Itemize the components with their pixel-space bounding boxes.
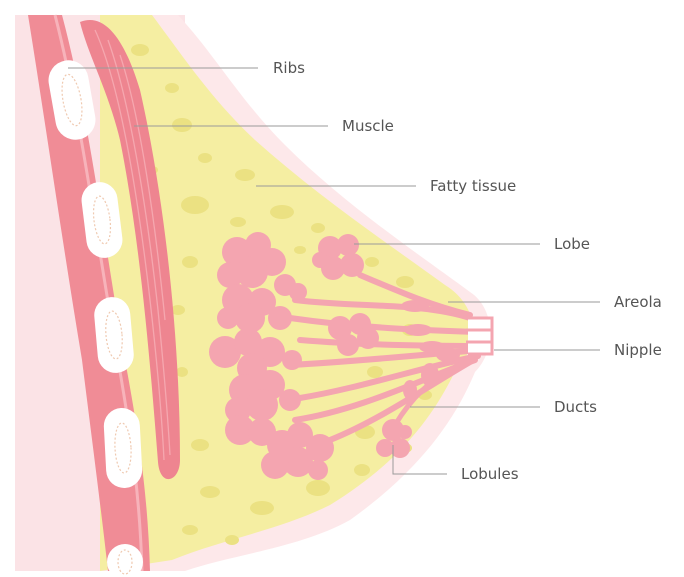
fat-blob — [311, 223, 325, 233]
fat-blob — [230, 217, 246, 227]
duct-bulb — [419, 341, 445, 353]
rib — [103, 408, 143, 488]
fat-blob — [181, 196, 209, 214]
fat-blob — [176, 367, 188, 377]
rib — [81, 182, 123, 258]
duct-bulb — [403, 380, 417, 400]
fat-blob — [191, 439, 209, 451]
fat-blob — [294, 246, 306, 254]
duct — [297, 353, 481, 401]
lobe — [328, 313, 379, 356]
pectoral-muscle — [80, 19, 180, 480]
muscle-fibers — [94, 29, 171, 461]
fat-blobs — [131, 44, 432, 545]
fat-blob — [172, 118, 192, 132]
fat-blob — [306, 480, 330, 496]
rib — [48, 60, 96, 140]
lobe — [217, 232, 307, 301]
duct-bulbs — [401, 300, 460, 400]
nipple-openings — [466, 328, 492, 344]
lobe — [225, 370, 301, 423]
duct-bulb — [404, 324, 432, 336]
label-nipple: Nipple — [614, 341, 662, 359]
duct — [287, 315, 481, 335]
lobules-leader — [392, 445, 447, 475]
label-ribs: Ribs — [273, 59, 305, 77]
glandular-lobes — [209, 232, 412, 480]
fat-blob — [235, 169, 255, 181]
nipple-tip — [468, 316, 494, 356]
fat-blob — [182, 256, 198, 268]
duct — [327, 359, 473, 443]
label-ducts: Ducts — [554, 398, 598, 416]
duct-bulb — [436, 348, 460, 362]
fat-blob — [270, 205, 294, 219]
ribs — [48, 60, 143, 577]
fat-blob — [367, 366, 383, 378]
duct — [392, 359, 468, 428]
rib — [94, 297, 134, 373]
label-lobe: Lobe — [554, 235, 591, 253]
lobe — [225, 415, 334, 480]
duct — [292, 297, 473, 321]
duct — [357, 272, 473, 318]
leader-lines — [68, 67, 600, 475]
fat-blob — [396, 276, 414, 288]
lobule-cluster — [376, 419, 412, 458]
label-lobules: Lobules — [461, 465, 519, 483]
milk-ducts — [287, 272, 483, 443]
fat-blob — [131, 44, 149, 56]
fat-blob — [198, 153, 212, 163]
duct-bulb — [401, 300, 429, 312]
fat-blob — [200, 486, 220, 498]
fat-blob — [171, 305, 185, 315]
label-areola: Areola — [614, 293, 662, 311]
label-fatty-tissue: Fatty tissue — [430, 177, 517, 195]
rib — [107, 544, 143, 577]
label-muscle: Muscle — [342, 117, 394, 135]
duct-bulb — [421, 363, 439, 387]
duct — [297, 337, 483, 349]
lobe — [312, 234, 364, 280]
fat-blob — [165, 83, 179, 93]
fat-blob — [182, 525, 198, 535]
lobe — [217, 284, 292, 333]
fat-blob — [225, 535, 239, 545]
fat-blob — [365, 257, 379, 267]
fat-blob — [250, 501, 274, 515]
fat-blob — [354, 464, 370, 476]
